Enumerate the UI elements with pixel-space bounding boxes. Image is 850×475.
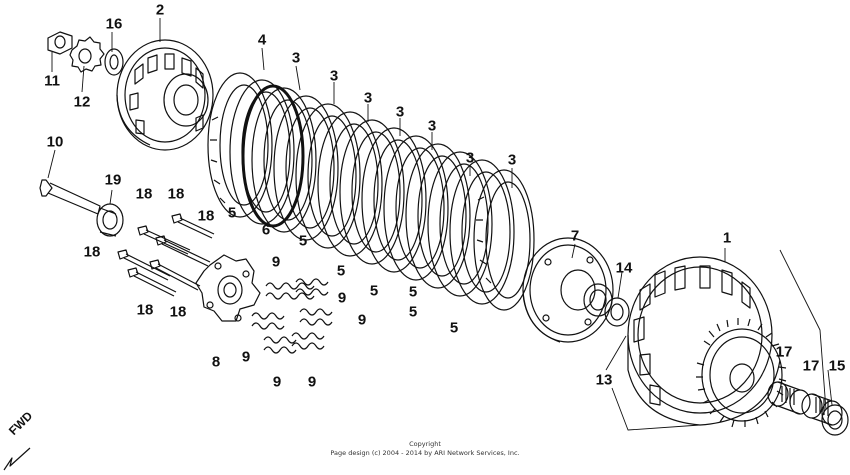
callout-5f: 5 <box>408 303 418 321</box>
lifter-rod <box>39 179 101 215</box>
lifter-bearing <box>96 203 124 237</box>
thrust-washer-14 <box>604 297 630 327</box>
callout-9e: 9 <box>272 373 282 391</box>
callout-17a: 17 <box>775 343 793 361</box>
callout-17b: 17 <box>802 357 820 375</box>
callout-5e: 5 <box>408 283 418 301</box>
callout-9c: 9 <box>357 311 367 329</box>
lifter-plate <box>195 254 261 322</box>
callout-7: 7 <box>570 227 580 245</box>
callout-18b: 18 <box>167 185 185 203</box>
callout-12: 12 <box>73 93 91 111</box>
callout-3f: 3 <box>465 149 475 167</box>
callout-3b: 3 <box>329 67 339 85</box>
clutch-plate-stack <box>207 72 535 311</box>
callout-3c: 3 <box>363 89 373 107</box>
callout-9d: 9 <box>241 348 251 366</box>
callout-11: 11 <box>44 72 60 90</box>
clutch-springs <box>251 278 333 354</box>
callout-5c: 5 <box>336 262 346 280</box>
callout-18d: 18 <box>83 243 101 261</box>
callout-18e: 18 <box>136 301 154 319</box>
callout-1: 1 <box>722 229 732 247</box>
callout-9a: 9 <box>271 253 281 271</box>
pressure-plate <box>522 237 614 343</box>
thrust-washer-15 <box>821 404 849 436</box>
needle-bearing-pair <box>767 381 843 426</box>
callout-5a: 5 <box>227 204 237 222</box>
callout-3g: 3 <box>507 151 517 169</box>
fwd-arrow <box>3 447 31 471</box>
callout-2: 2 <box>155 1 165 19</box>
callout-3e: 3 <box>427 117 437 135</box>
callout-18c: 18 <box>197 207 215 225</box>
washer-16 <box>104 48 124 76</box>
callout-3a: 3 <box>291 49 301 67</box>
bolts-18 <box>117 213 215 297</box>
callout-10: 10 <box>46 133 64 151</box>
lock-nut-11 <box>47 31 73 55</box>
copyright-line: Page design (c) 2004 - 2014 by ARI Netwo… <box>330 449 520 457</box>
callout-5g: 5 <box>449 319 459 337</box>
leader-lines <box>47 18 833 431</box>
clutch-center-hub <box>116 39 214 151</box>
callout-18f: 18 <box>169 303 187 321</box>
callout-5d: 5 <box>369 282 379 300</box>
callout-14: 14 <box>615 259 633 277</box>
copyright-heading: Copyright <box>409 440 441 448</box>
callout-15: 15 <box>828 357 846 375</box>
clutch-outer-housing <box>627 256 787 428</box>
callout-9b: 9 <box>337 289 347 307</box>
callout-16: 16 <box>105 15 123 33</box>
callout-9f: 9 <box>307 373 317 391</box>
callout-3d: 3 <box>395 103 405 121</box>
callout-13: 13 <box>595 371 613 389</box>
callout-8: 8 <box>211 353 221 371</box>
callout-4: 4 <box>257 31 267 49</box>
callout-18a: 18 <box>135 185 153 203</box>
callout-19: 19 <box>104 171 122 189</box>
callout-6: 6 <box>261 221 271 239</box>
callout-5b: 5 <box>298 232 308 250</box>
lock-washer-12 <box>69 36 105 73</box>
